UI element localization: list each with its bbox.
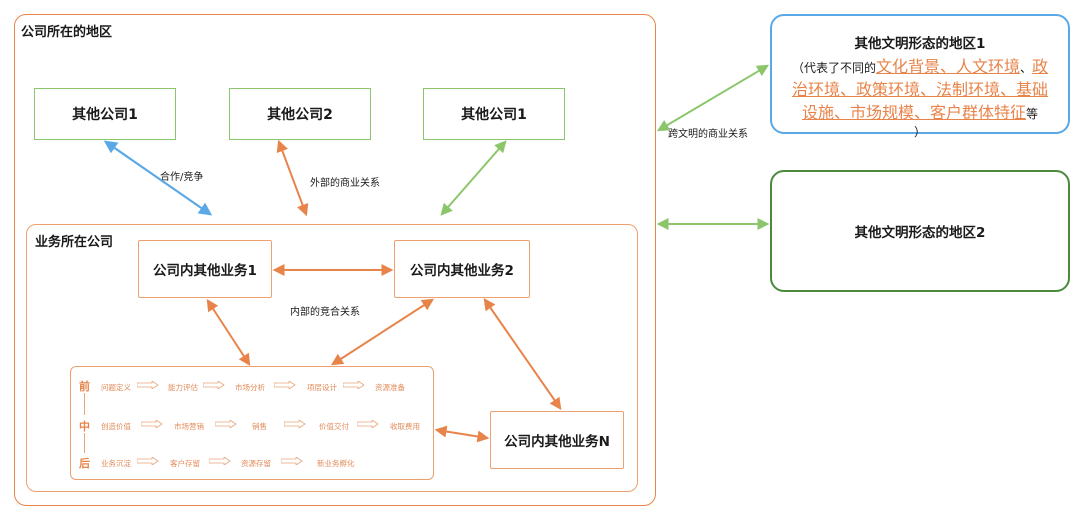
step-arrow-icon: [357, 420, 379, 428]
process-step: 资源准备: [375, 383, 405, 392]
company-region: 公司所在的地区: [14, 14, 656, 506]
process-row-head-middle: 中: [79, 420, 90, 433]
step-arrow-icon: [137, 381, 159, 389]
process-step: 价值交付: [319, 422, 349, 431]
civilization-region-1[interactable]: 其他文明形态的地区1 （代表了不同的文化背景、人文环境、政治环境、政策环境、法制…: [770, 14, 1070, 139]
step-arrow-icon: [137, 457, 159, 465]
process-row-head-back: 后: [79, 457, 90, 470]
biz2-process-arrow: [330, 298, 435, 366]
civ1-factor: 市场规模: [849, 103, 914, 122]
process-step: 市场营销: [174, 422, 204, 431]
cross-civ-relation-label: 跨文明的商业关系: [668, 129, 748, 140]
process-step: 收取费用: [390, 422, 420, 431]
separator: 、: [919, 80, 936, 99]
step-arrow-icon: [141, 420, 163, 428]
process-step: 能力评估: [168, 383, 198, 392]
cross-civ-arrow-1: [656, 64, 770, 132]
step-arrow-icon: [209, 457, 231, 465]
separator: 、: [914, 103, 931, 122]
external-company-3[interactable]: 其他公司1: [423, 88, 565, 140]
process-step: 市场分析: [235, 383, 265, 392]
civ1-factor: 文化背景: [875, 57, 940, 76]
business-company-title: 业务所在公司: [35, 235, 114, 250]
civ1-prefix: （代表了不同的: [791, 61, 876, 75]
civilization-region-2[interactable]: 其他文明形态的地区2: [770, 170, 1070, 292]
step-arrow-icon: [215, 420, 237, 428]
separator: 、: [939, 57, 956, 76]
process-step: 新业务孵化: [317, 459, 355, 468]
external-green-arrow: [440, 140, 507, 216]
process-step: 创造价值: [101, 422, 131, 431]
cooperation-arrow: [103, 140, 213, 216]
step-arrow-icon: [203, 381, 225, 389]
biz1-process-arrow: [206, 298, 251, 367]
step-arrow-icon: [281, 457, 303, 465]
external-relation-label: 外部的商业关系: [310, 178, 380, 189]
process-step: 客户存留: [170, 459, 200, 468]
civ1-factor: 法制环境: [936, 80, 1001, 99]
separator: 、: [1020, 61, 1033, 75]
separator: 、: [839, 80, 856, 99]
civ1-factor: 基础设施: [801, 80, 1049, 122]
external-company-2[interactable]: 其他公司2: [229, 88, 371, 140]
process-step: 项层设计: [307, 383, 337, 392]
civ1-suffix: 等: [1026, 107, 1039, 121]
civ1-factor: 客户群体特征: [930, 103, 1027, 122]
civ1-factor: 政策环境: [855, 80, 920, 99]
separator: 、: [1000, 80, 1017, 99]
civ1-factor: 政治环境: [791, 57, 1049, 99]
process-row-head-front: 前: [79, 380, 90, 393]
step-arrow-icon: [284, 420, 306, 428]
process-step: 业务沉淀: [101, 459, 131, 468]
civ1-close: ）: [913, 125, 926, 139]
process-step: 问题定义: [101, 383, 131, 392]
external-relation-arrow: [276, 139, 309, 217]
civ1-factor: 人文环境: [956, 57, 1021, 76]
process-step: 销售: [252, 422, 267, 431]
internal-business-2[interactable]: 公司内其他业务2: [394, 240, 530, 298]
separator: 、: [833, 103, 850, 122]
process-step: 资源存留: [241, 459, 271, 468]
internal-business-n[interactable]: 公司内其他业务N: [490, 411, 624, 469]
process-board: 前 中 后 问题定义 能力评估 市场分析 项层设计 资源准备 创造价值 市场营销…: [70, 366, 434, 480]
process-bizn-arrow: [434, 425, 490, 443]
company-region-title: 公司所在的地区: [21, 25, 113, 40]
civ1-title: 其他文明形态的地区1: [854, 36, 986, 52]
step-arrow-icon: [274, 381, 296, 389]
business-company-region: 业务所在公司: [26, 224, 638, 492]
civ1-description: （代表了不同的文化背景、人文环境、政治环境、政策环境、法制环境、基础设施、市场规…: [786, 56, 1054, 139]
external-company-1[interactable]: 其他公司1: [34, 88, 176, 140]
biz2-bizn-arrow: [483, 298, 562, 410]
internal-business-1[interactable]: 公司内其他业务1: [138, 240, 272, 298]
step-arrow-icon: [343, 381, 365, 389]
internal-relation-label: 内部的竞合关系: [290, 307, 360, 318]
